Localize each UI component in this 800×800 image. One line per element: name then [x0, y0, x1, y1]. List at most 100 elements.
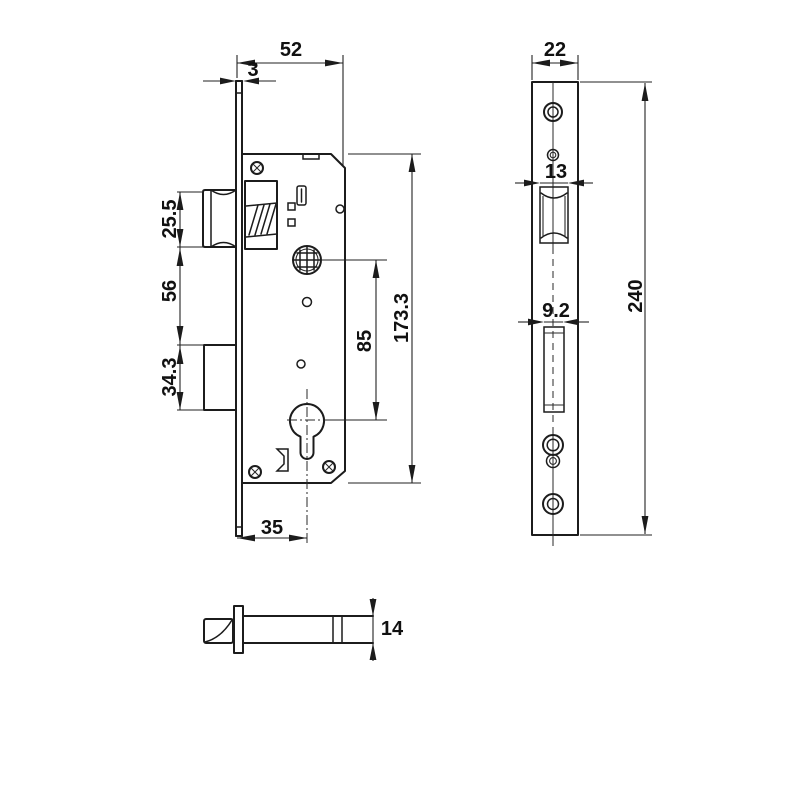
- cutout-frame: [539, 186, 569, 244]
- arrowhead: [532, 59, 550, 67]
- slide-slot: [296, 185, 307, 206]
- latch-arc-bottom: [210, 241, 237, 248]
- dim-label: 56: [159, 280, 181, 302]
- pin-hole-2: [296, 359, 306, 369]
- dim-deadbolt-cutout-width: 9.2: [518, 300, 589, 326]
- deadbolt-cutout: [543, 326, 565, 413]
- bolt-head: [203, 618, 234, 644]
- case-outline: [241, 153, 346, 484]
- dim-label: 9.2: [542, 300, 570, 322]
- arrowhead: [560, 59, 578, 67]
- arrowhead: [528, 318, 544, 326]
- dim-faceplate-length: 240: [580, 81, 652, 536]
- dim-label: 173.3: [391, 293, 413, 343]
- arrowhead: [408, 154, 416, 172]
- arrowhead: [220, 77, 236, 85]
- arrowhead: [176, 192, 184, 210]
- arrowhead: [372, 402, 380, 420]
- screw-hole-top: [543, 102, 563, 122]
- screw-cross: [324, 462, 334, 472]
- spring-rail-top: [245, 202, 278, 207]
- dim-faceplate-width: 22: [531, 39, 579, 80]
- arrowhead: [641, 83, 649, 101]
- spring-icon: [245, 202, 278, 238]
- follower-grid: [293, 246, 321, 274]
- arrowhead: [176, 392, 184, 410]
- dim-latch-cutout-width: 13: [515, 161, 593, 187]
- dim-case-height: 173.3: [348, 153, 421, 484]
- hole-inner: [549, 151, 557, 159]
- side-dimensions: 22 13 9.2 240: [515, 39, 652, 536]
- screw-ring: [250, 161, 264, 175]
- pin-hole-1: [301, 296, 313, 308]
- front-dimensions: 52 3 25.5 56 34.3: [159, 39, 421, 542]
- latch-housing: [244, 180, 278, 250]
- arrowhead: [176, 248, 184, 266]
- spring-coil: [260, 203, 271, 235]
- side-view: [531, 81, 579, 546]
- latch-bolt-profile: [203, 605, 374, 654]
- arrowhead: [369, 599, 377, 616]
- hole-inner: [546, 438, 560, 452]
- hole-outer: [545, 453, 561, 469]
- pawl-detail: [275, 448, 289, 472]
- arrowhead: [176, 346, 184, 364]
- hole-outer: [543, 102, 563, 122]
- dim-label: 13: [545, 161, 567, 183]
- arrowhead: [289, 534, 307, 542]
- faceplate-section: [233, 605, 244, 654]
- dim-label: 240: [625, 279, 647, 312]
- latch-bolt-outline: [202, 189, 237, 248]
- latch-housing-box: [244, 180, 278, 250]
- screw-hole-bottom-2: [542, 493, 564, 515]
- spring-coil: [254, 204, 265, 236]
- faceplate-front: [235, 80, 243, 537]
- latch-arc-top: [210, 189, 237, 196]
- arrowhead: [524, 179, 540, 187]
- spring-rail-bottom: [245, 233, 278, 238]
- stop-block-2: [287, 218, 296, 227]
- dim-backset: 35: [237, 517, 307, 542]
- arrowhead: [563, 318, 579, 326]
- bolt-bevel-curve: [204, 619, 233, 643]
- screw-icon: [248, 465, 262, 479]
- arrowhead: [641, 516, 649, 534]
- screw-ring: [248, 465, 262, 479]
- hole-inner: [547, 106, 559, 118]
- dim-label: 85: [354, 330, 376, 352]
- arrowhead: [237, 534, 255, 542]
- latch-face-arc-bottom: [540, 232, 568, 239]
- arrowhead: [176, 326, 184, 344]
- dim-label: 3: [247, 59, 258, 81]
- bottom-view: 14: [203, 598, 404, 661]
- arrowhead: [372, 260, 380, 278]
- hole-inner: [546, 497, 560, 511]
- arrowhead: [243, 77, 259, 85]
- screw-icon: [322, 460, 336, 474]
- hole-outer: [546, 148, 560, 162]
- latch-cutout: [539, 186, 569, 244]
- dim-faceplate-thickness: 3: [203, 59, 276, 85]
- screw-icon: [250, 161, 264, 175]
- arrowhead: [408, 465, 416, 483]
- dim-handle-to-cylinder: 85: [321, 259, 387, 421]
- cutout-frame: [543, 326, 565, 413]
- pin-hole-bottom: [545, 453, 561, 469]
- spindle-follower: [292, 245, 322, 275]
- front-view: [202, 80, 346, 546]
- rivets: [248, 161, 336, 479]
- hole-outer: [542, 493, 564, 515]
- internal-parts: [275, 185, 307, 472]
- latch-face-arc-top: [540, 192, 568, 199]
- screw-cross: [250, 467, 260, 477]
- arrowhead: [176, 229, 184, 247]
- edge-hole: [335, 204, 345, 214]
- pin-hole-top: [546, 148, 560, 162]
- arrowhead: [325, 59, 343, 67]
- lock-case-body: [241, 153, 346, 484]
- faceplate-side: [531, 81, 579, 536]
- dim-label: 52: [280, 39, 302, 61]
- hole-inner: [549, 457, 557, 465]
- spring-coil: [248, 204, 259, 236]
